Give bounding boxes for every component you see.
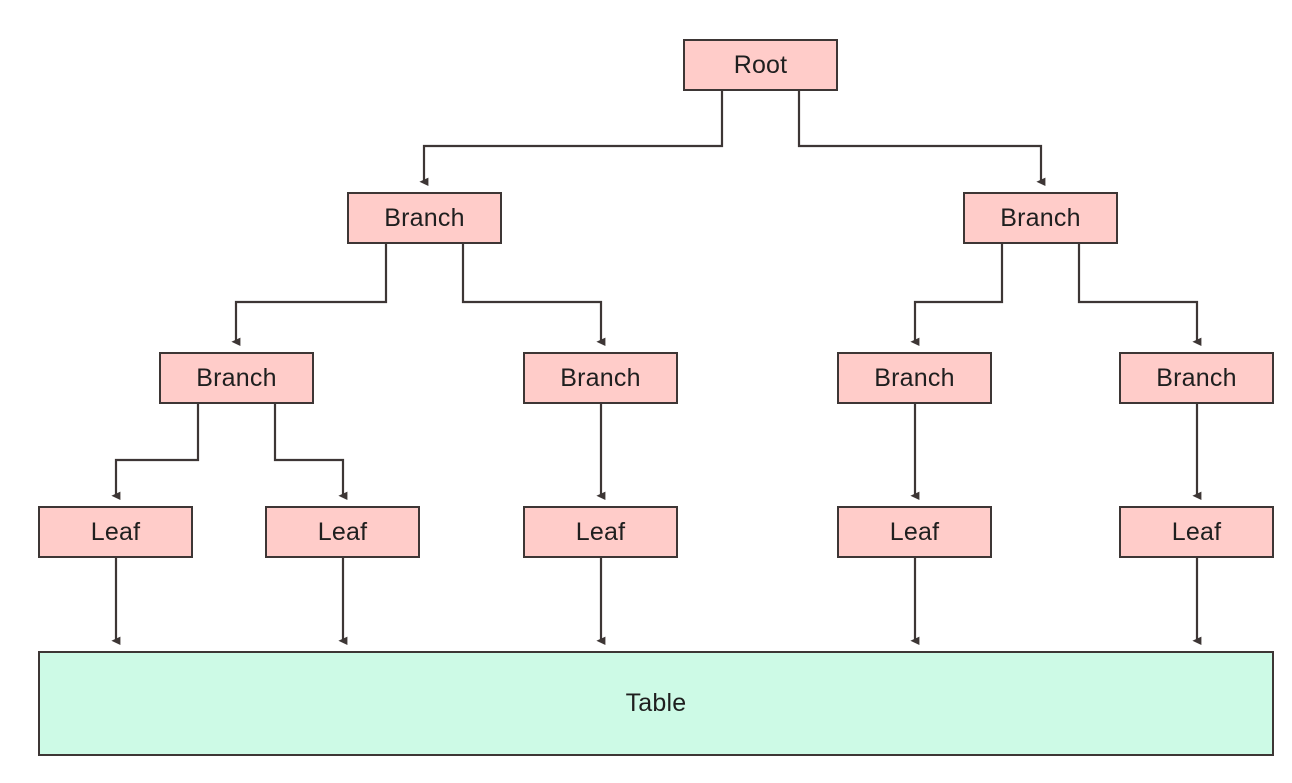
- edge-root-to-branch-b: [797, 91, 1046, 187]
- node-branch-b[interactable]: Branch: [963, 192, 1118, 244]
- edge-branch-b-to-branch-b1: [910, 244, 1004, 347]
- node-label-branch-b: Branch: [1000, 203, 1081, 232]
- edge-branch-a1-to-leaf-1: [111, 404, 200, 501]
- node-branch-b2[interactable]: Branch: [1119, 352, 1274, 404]
- node-label-branch-a1: Branch: [196, 363, 277, 392]
- node-leaf-2[interactable]: Leaf: [265, 506, 420, 558]
- node-leaf-4[interactable]: Leaf: [837, 506, 992, 558]
- node-branch-a[interactable]: Branch: [347, 192, 502, 244]
- node-leaf-1[interactable]: Leaf: [38, 506, 193, 558]
- edge-branch-a-to-branch-a1: [231, 244, 388, 347]
- node-label-branch-a2: Branch: [560, 363, 641, 392]
- node-label-branch-b2: Branch: [1156, 363, 1237, 392]
- node-branch-b1[interactable]: Branch: [837, 352, 992, 404]
- node-label-leaf-2: Leaf: [317, 517, 368, 546]
- node-label-leaf-4: Leaf: [889, 517, 940, 546]
- edge-root-to-branch-a: [419, 91, 724, 187]
- edge-branch-a1-to-leaf-2: [273, 404, 348, 501]
- node-label-root: Root: [733, 50, 788, 79]
- node-branch-a1[interactable]: Branch: [159, 352, 314, 404]
- node-branch-a2[interactable]: Branch: [523, 352, 678, 404]
- node-table[interactable]: Table: [38, 651, 1274, 756]
- node-leaf-3[interactable]: Leaf: [523, 506, 678, 558]
- node-label-leaf-1: Leaf: [90, 517, 141, 546]
- node-label-leaf-5: Leaf: [1171, 517, 1222, 546]
- node-label-branch-b1: Branch: [874, 363, 955, 392]
- node-label-branch-a: Branch: [384, 203, 465, 232]
- node-label-table: Table: [625, 689, 687, 717]
- node-leaf-5[interactable]: Leaf: [1119, 506, 1274, 558]
- node-root[interactable]: Root: [683, 39, 838, 91]
- edge-branch-b-to-branch-b2: [1077, 244, 1202, 347]
- node-label-leaf-3: Leaf: [575, 517, 626, 546]
- edge-branch-a-to-branch-a2: [461, 244, 606, 347]
